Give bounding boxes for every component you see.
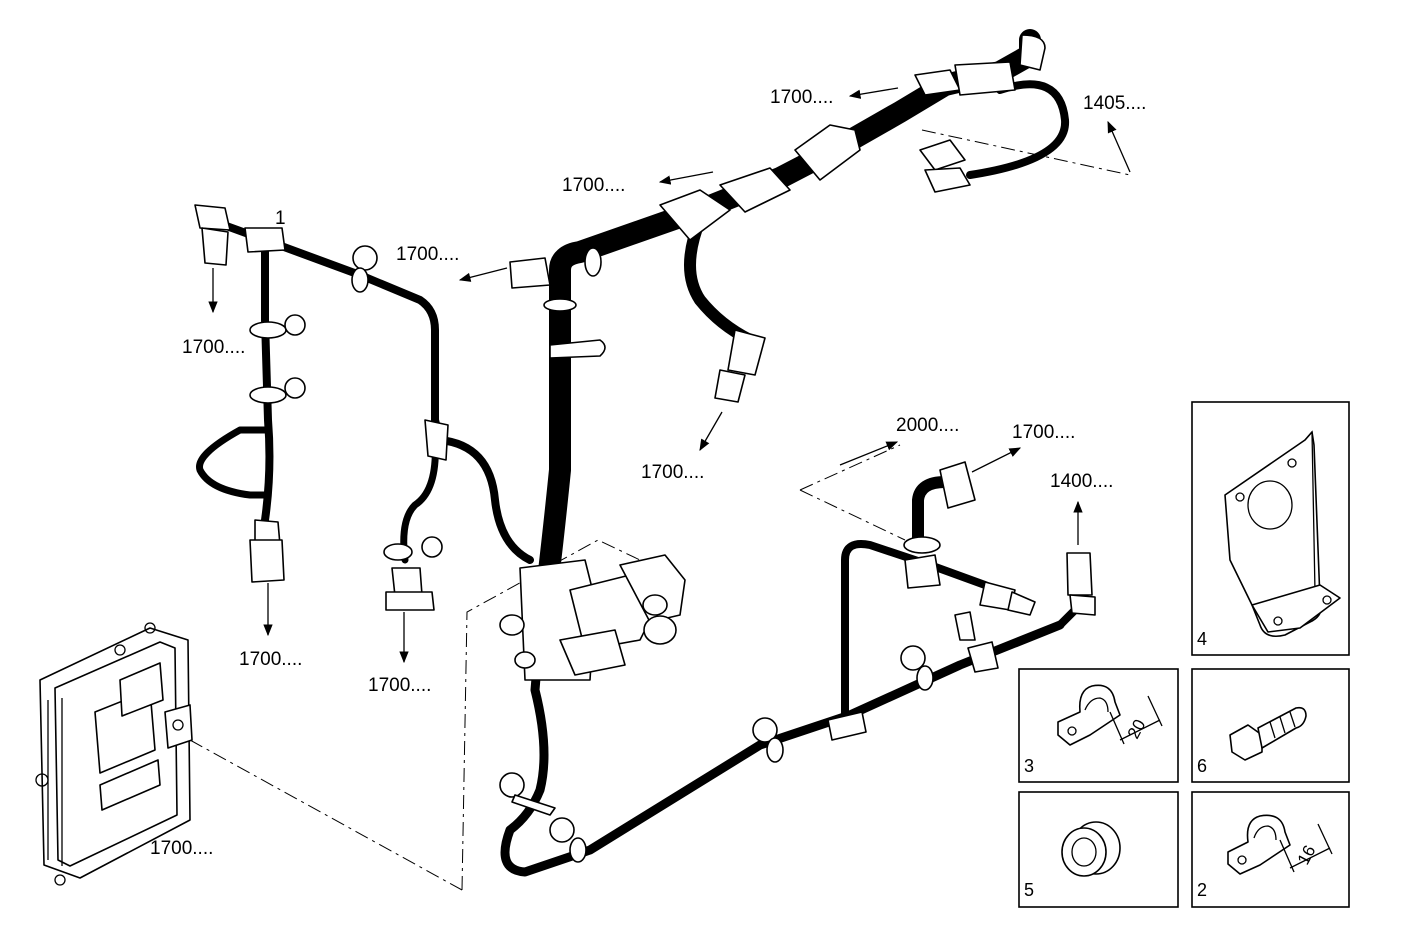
callout-1700-ecu: 1700....: [150, 838, 213, 859]
inset-number-3: 3: [1024, 756, 1034, 776]
callout-1700-left-bottom: 1700....: [239, 649, 302, 670]
callout-1700-trunk: 1700....: [396, 244, 459, 265]
inset-number-5: 5: [1024, 880, 1034, 900]
inset-number-4: 4: [1197, 629, 1207, 649]
callout-arrows: [208, 87, 1131, 664]
callout-1700-upper: 1700....: [562, 175, 625, 196]
ecu-module: [35, 622, 193, 886]
inset-panel-4: 4: [1191, 401, 1350, 656]
inset-panel-6: 6: [1191, 668, 1350, 783]
inset-number-2: 2: [1197, 880, 1207, 900]
inset-panel-2: 16 2: [1191, 791, 1350, 908]
callout-1700-top: 1700....: [770, 87, 833, 108]
dashed-reference-lines: [189, 129, 1131, 891]
harness-connectors: [194, 34, 1096, 863]
inset-panel-5: 5: [1018, 791, 1179, 908]
callout-1700-far-left: 1700....: [182, 337, 245, 358]
callout-1700-mid-bottom: 1700....: [368, 675, 431, 696]
callout-1400: 1400....: [1050, 471, 1113, 492]
inset-number-6: 6: [1197, 756, 1207, 776]
item-number-1: 1: [275, 208, 286, 229]
callout-1405: 1405....: [1083, 93, 1146, 114]
inset-panel-3: 20 3: [1018, 668, 1179, 783]
callout-2000: 2000....: [896, 415, 959, 436]
callout-1700-right: 1700....: [1012, 422, 1075, 443]
callout-1700-branch: 1700....: [641, 462, 704, 483]
callout-labels: 1700.... 1700.... 1700.... 1700.... 1700…: [150, 87, 1146, 859]
